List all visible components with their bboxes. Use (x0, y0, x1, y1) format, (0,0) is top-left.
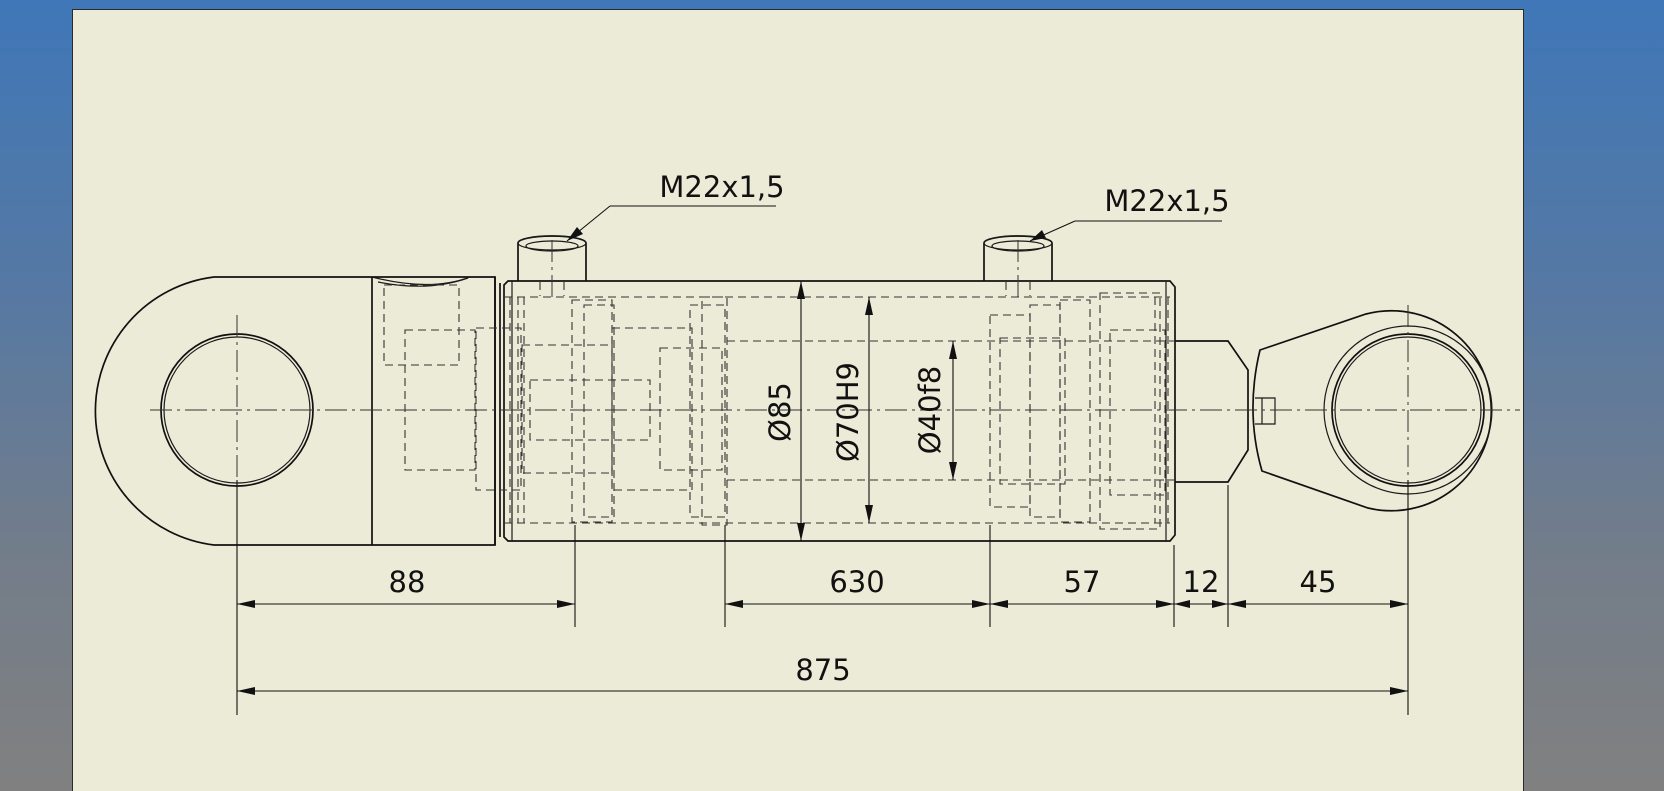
thread-callout-left-label: M22x1,5 (659, 170, 784, 204)
thread-callout-left: M22x1,5 (566, 170, 785, 242)
dimension-875-label: 875 (795, 653, 850, 687)
dimension-dia-40f8-label: Ø40f8 (913, 366, 947, 454)
dimension-630-label: 630 (829, 565, 884, 599)
dimension-45: 45 (1228, 565, 1408, 608)
dimension-88: 88 (237, 565, 575, 608)
dimension-dia-40f8: Ø40f8 (913, 341, 957, 480)
extension-lines (236, 480, 1409, 715)
dimension-57-label: 57 (1064, 565, 1101, 599)
dimension-57: 57 (990, 565, 1174, 608)
dimension-45-label: 45 (1300, 565, 1337, 599)
thread-callout-right-label: M22x1,5 (1104, 184, 1229, 218)
thread-callout-right: M22x1,5 (1029, 184, 1230, 242)
hidden-lines (383, 282, 1175, 530)
dimension-12: 12 (1174, 565, 1228, 608)
dimension-875: 875 (237, 653, 1408, 695)
dimension-88-label: 88 (389, 565, 426, 599)
drawing-sheet (72, 9, 1524, 791)
dimension-dia-85-label: Ø85 (763, 382, 797, 442)
dimension-12-label: 12 (1183, 565, 1220, 599)
dimension-dia-70h9: Ø70H9 (831, 297, 873, 523)
dimension-630: 630 (725, 565, 990, 608)
dimension-dia-85: Ø85 (763, 281, 805, 541)
dimension-dia-70h9-label: Ø70H9 (831, 362, 865, 462)
